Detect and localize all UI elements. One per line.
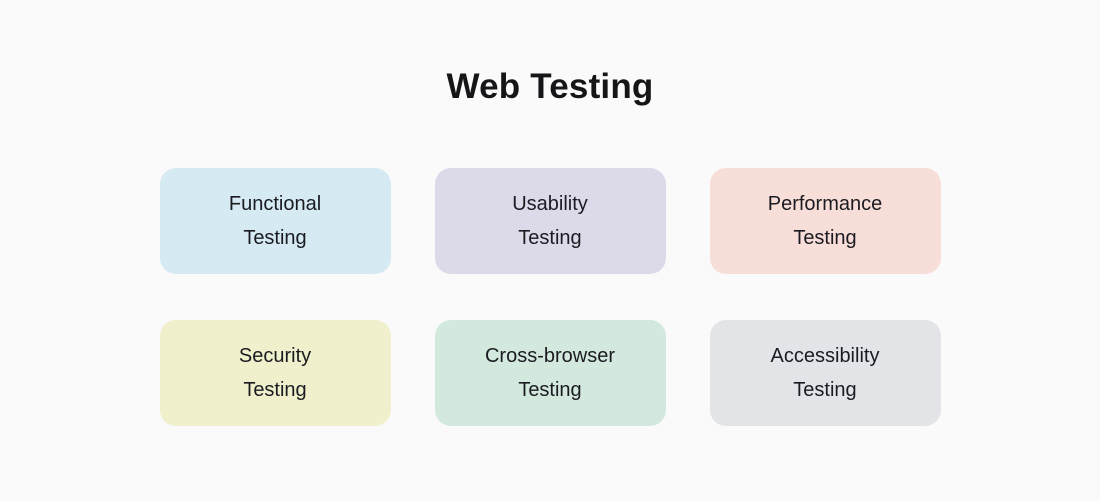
card-label-line1: Security (238, 345, 312, 367)
card-security-testing: Security Testing (159, 320, 391, 426)
card-label-line1: Accessibility (770, 345, 880, 367)
card-label: Security Testing (239, 339, 311, 407)
card-label: Performance Testing (768, 187, 883, 255)
card-label-line2: Testing (793, 379, 857, 401)
card-label-line1: Functional (228, 193, 322, 215)
card-label-line2: Testing (518, 227, 582, 249)
card-label: Cross-browser Testing (485, 339, 615, 407)
card-label: Functional Testing (229, 187, 321, 255)
card-performance-testing: Performance Testing (709, 168, 941, 274)
card-label-line1: Performance (767, 193, 883, 215)
card-usability-testing: Usability Testing (434, 168, 666, 274)
card-cross-browser-testing: Cross-browser Testing (434, 320, 666, 426)
card-label-line1: Cross-browser (484, 345, 616, 367)
card-label-line2: Testing (793, 227, 857, 249)
card-label-line2: Testing (243, 379, 307, 401)
card-functional-testing: Functional Testing (159, 168, 391, 274)
card-label-line2: Testing (518, 379, 582, 401)
card-label: Usability Testing (512, 187, 588, 255)
cards-grid: Functional Testing Usability Testing Per… (159, 168, 941, 426)
card-label: Accessibility Testing (771, 339, 880, 407)
card-label-line2: Testing (243, 227, 307, 249)
page-title: Web Testing (446, 67, 654, 106)
card-accessibility-testing: Accessibility Testing (709, 320, 941, 426)
card-label-line1: Usability (512, 193, 588, 215)
